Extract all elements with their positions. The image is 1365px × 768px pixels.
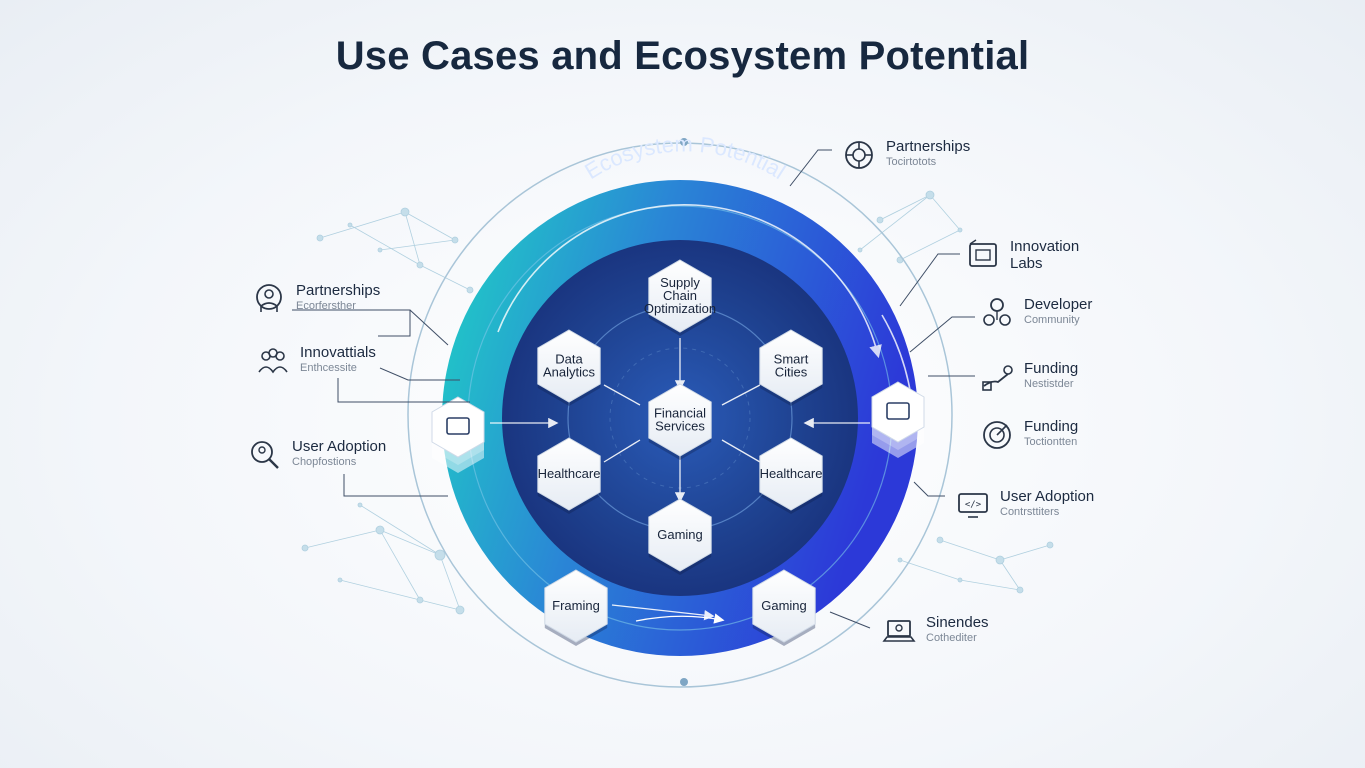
callout-subtitle: Tocirtotots	[886, 156, 937, 168]
hexagon-label: Data	[555, 352, 583, 367]
callout-name: User Adoption	[1000, 488, 1095, 505]
handshake-icon	[252, 282, 286, 316]
hexagon-label: Analytics	[543, 365, 596, 380]
callout-subtitle: Enthcessite	[300, 362, 357, 374]
callout-subtitle: Community	[1024, 314, 1080, 326]
hexagon-label: Chain	[663, 288, 697, 303]
monitor-code-icon: </>	[956, 488, 990, 522]
callout-name: User Adoption	[292, 438, 387, 455]
ring-label: Ecosystem Potential	[580, 131, 790, 184]
orbit-dot-top	[680, 138, 688, 146]
hexagon-label: Gaming	[761, 598, 807, 613]
callout-subtitle: Contrsttiters	[1000, 506, 1060, 518]
callout-subtitle: Cothediter	[926, 632, 977, 644]
page-title: Use Cases and Ecosystem Potential	[335, 34, 1030, 78]
callout-subtitle: Chopfostions	[292, 456, 357, 468]
orbit-dot-bottom	[680, 678, 688, 686]
callout-subtitle: Nestistder	[1024, 378, 1074, 390]
callout-name: Innovattials	[300, 344, 376, 361]
callout-name: Developer	[1024, 296, 1093, 313]
callout-name: Funding	[1024, 418, 1079, 435]
outer-orbit	[407, 142, 953, 688]
hexagon-label: Supply	[660, 275, 700, 290]
magnifier-user-icon	[248, 438, 282, 472]
hexagon-label: Cities	[775, 365, 808, 380]
callout-subtitle: Toctiontten	[1024, 436, 1078, 448]
hexagon-healthcare-right: Healthcare	[759, 437, 823, 514]
hexagon-gaming-bottom: Gaming	[752, 569, 816, 646]
hexagon-label: Gaming	[657, 527, 703, 542]
callout-connectors	[292, 149, 975, 629]
callout-name: Sinendes	[926, 614, 989, 631]
hexagon-framing: Framing	[544, 569, 608, 646]
laptop-icon	[882, 614, 916, 648]
callout-subtitle: Ecorfersther	[296, 300, 356, 312]
hexagon-label: Healthcare	[538, 466, 601, 481]
svg-text:</>: </>	[965, 500, 982, 510]
ring-badge-left	[431, 396, 485, 473]
people-icon	[256, 344, 290, 378]
network-decoration-left	[301, 207, 474, 615]
gear-network-icon	[842, 138, 876, 172]
hexagon-label: Optimization	[644, 301, 716, 316]
hexagon-label: Healthcare	[760, 466, 823, 481]
hexagon-healthcare-left: Healthcare	[537, 437, 601, 514]
callout-name: Partnerships	[886, 138, 971, 155]
callout-name: Partnerships	[296, 282, 381, 299]
callout-name: Funding	[1024, 360, 1079, 377]
hexagon-label: Framing	[552, 598, 600, 613]
hexagon-gaming-center: Gaming	[648, 498, 712, 575]
hexagon-label: Services	[655, 419, 705, 434]
developer-icon	[980, 296, 1014, 330]
funding-icon	[980, 360, 1014, 394]
ring-badge-right	[871, 381, 925, 458]
bottom-swap-arrow	[635, 613, 725, 624]
inner-connectors	[490, 338, 870, 621]
hexagon-label: Smart	[774, 352, 809, 367]
network-decoration-right	[857, 190, 1054, 594]
callout-name: Innovation Labs	[1010, 238, 1080, 272]
lab-icon	[966, 238, 1000, 272]
hexagon-label: Financial	[654, 406, 706, 421]
target-icon	[980, 418, 1014, 452]
